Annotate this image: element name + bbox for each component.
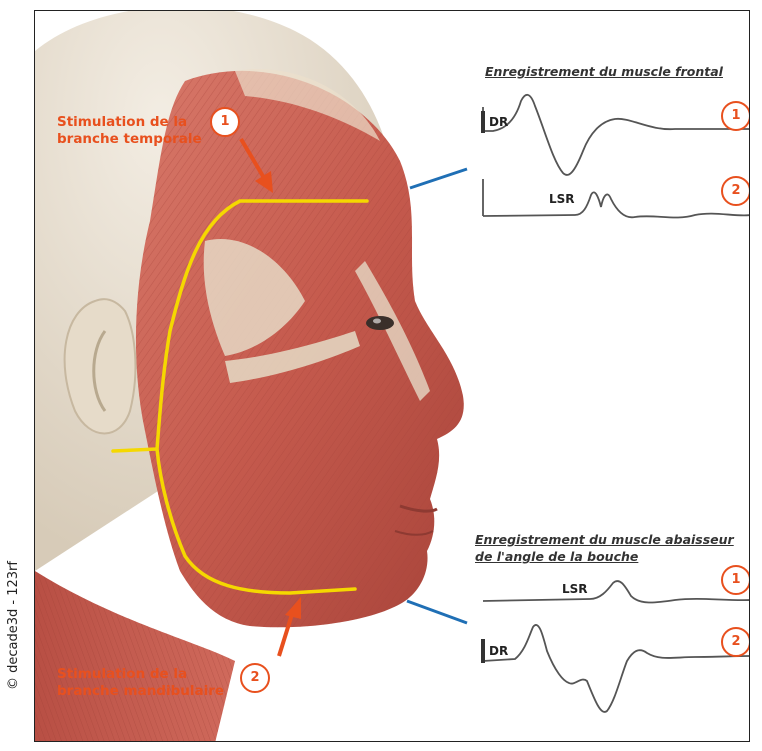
stim-mandibular-line1: Stimulation de la xyxy=(57,666,224,683)
stim-temporal-line2: branche temporale xyxy=(57,131,202,148)
frontal-trace1-number: 1 xyxy=(721,101,750,131)
trace-depressor-1 xyxy=(483,581,750,602)
figure-frame: Stimulation de la branche temporale 1 St… xyxy=(34,10,750,742)
stim-temporal-number: 1 xyxy=(210,107,240,137)
connector-depressor xyxy=(407,601,467,623)
frontal-trace1-label: DR xyxy=(489,115,508,129)
depressor-trace1-number: 1 xyxy=(721,565,750,595)
eye xyxy=(366,316,394,330)
copyright-text: © decade3d - 123rf xyxy=(6,561,21,690)
trace-frontal-1 xyxy=(481,95,750,175)
ear xyxy=(65,299,136,433)
connector-frontal xyxy=(410,169,467,188)
depressor-trace2-label: DR xyxy=(489,644,508,658)
stim-mandibular-line2: branche mandibulaire xyxy=(57,683,224,700)
frontal-recording-title: Enregistrement du muscle frontal xyxy=(485,63,723,80)
stim-temporal-line1: Stimulation de la xyxy=(57,114,202,131)
depressor-trace2-number: 2 xyxy=(721,627,750,657)
stim-mandibular-label: Stimulation de la branche mandibulaire xyxy=(57,666,224,700)
stim-mandibular-number: 2 xyxy=(240,663,270,693)
depressor-recording-title: Enregistrement du muscle abaisseur de l'… xyxy=(475,531,734,565)
depressor-trace1-label: LSR xyxy=(562,582,588,596)
trace-depressor-2 xyxy=(481,625,750,712)
trace-frontal-2 xyxy=(483,179,750,218)
depressor-title-line2: de l'angle de la bouche xyxy=(475,548,734,565)
frontal-trace2-number: 2 xyxy=(721,176,750,206)
stim-temporal-label: Stimulation de la branche temporale xyxy=(57,114,202,148)
depressor-title-line1: Enregistrement du muscle abaisseur xyxy=(475,531,734,548)
frontal-trace2-label: LSR xyxy=(549,192,575,206)
